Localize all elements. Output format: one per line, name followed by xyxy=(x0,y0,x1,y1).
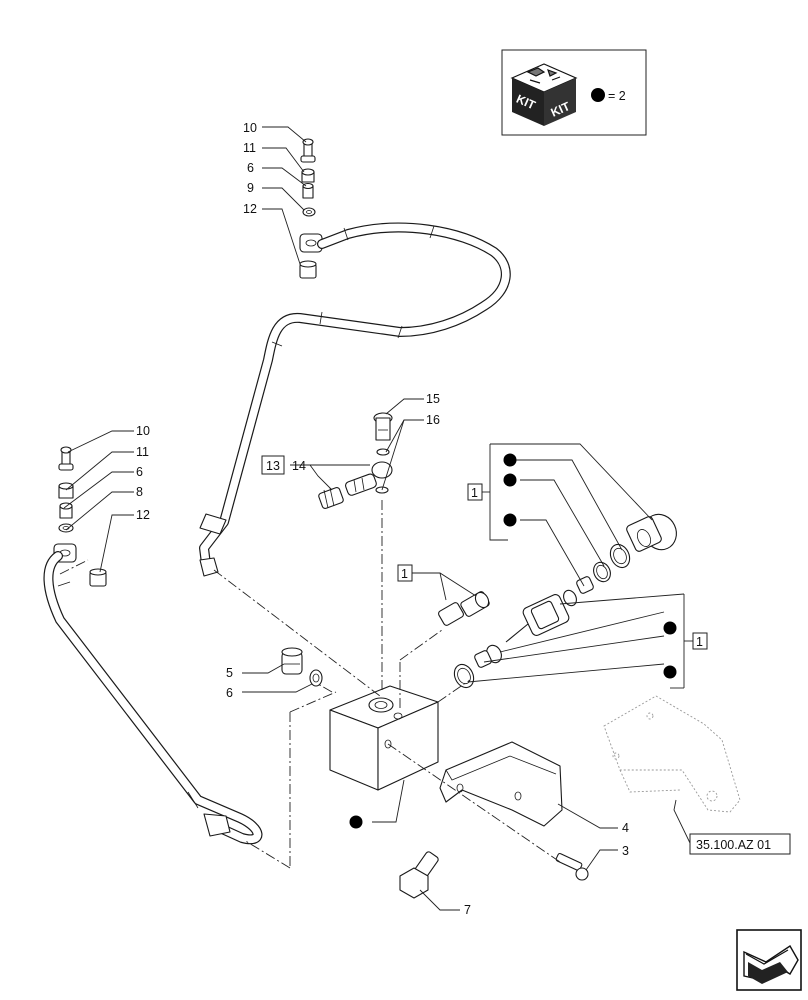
callout-1-upper: 1 xyxy=(471,486,478,500)
washer-9-top xyxy=(302,207,316,217)
valve-block xyxy=(329,685,439,791)
callout-10-left: 10 xyxy=(136,424,150,438)
bolt-10-top xyxy=(300,138,316,163)
kit-legend: KIT KIT = 2 xyxy=(501,49,647,136)
callout-8-left: 8 xyxy=(136,485,143,499)
washer-16-top xyxy=(376,448,390,456)
cap-12-left xyxy=(89,568,107,587)
kit-dot-5 xyxy=(663,665,677,679)
center-union xyxy=(438,591,490,626)
callout-11-top: 11 xyxy=(243,141,256,155)
spacer-right xyxy=(576,576,594,594)
washer-8-left xyxy=(58,523,74,533)
callout-11-left: 11 xyxy=(136,445,149,459)
callout-1-center-box xyxy=(397,564,413,582)
o-ring-set xyxy=(453,644,502,689)
washer-6-lower xyxy=(309,669,323,687)
callout-6-left: 6 xyxy=(136,465,143,479)
washer-6-top xyxy=(302,182,314,199)
washer-11-top xyxy=(301,168,315,183)
bolt-10-left xyxy=(58,446,74,471)
callout-16: 16 xyxy=(426,413,440,427)
plug-right xyxy=(626,513,677,552)
kit-dot-marker xyxy=(591,88,605,102)
kit-dot-4 xyxy=(663,621,677,635)
reference-label: 35.100.AZ 01 xyxy=(696,838,771,852)
callout-5: 5 xyxy=(226,666,233,680)
callout-1-center: 1 xyxy=(401,567,408,581)
kit-cube-icon: KIT KIT xyxy=(510,63,578,126)
reference-box xyxy=(689,833,791,855)
connector-14 xyxy=(318,487,344,509)
bolt-15 xyxy=(373,412,393,441)
callout-labels: 10 11 6 9 12 10 11 6 8 12 15 16 13 14 1 … xyxy=(136,121,791,917)
callout-6-top: 6 xyxy=(247,161,254,175)
callout-3: 3 xyxy=(622,844,629,858)
callout-9-top: 9 xyxy=(247,181,254,195)
callout-13: 13 xyxy=(266,459,280,473)
callout-12-left: 12 xyxy=(136,508,150,522)
assembly-center-lines xyxy=(59,500,561,869)
callout-10-top: 10 xyxy=(243,121,257,135)
bolt-3 xyxy=(555,852,589,881)
valve-assembly-right xyxy=(453,513,677,689)
upper-hydraulic-pipe xyxy=(199,222,511,577)
next-page-arrow-icon[interactable] xyxy=(736,929,802,991)
callout-6-lower: 6 xyxy=(226,686,233,700)
valve-cartridge xyxy=(505,594,570,643)
washer-11-left xyxy=(58,482,74,499)
bolt-7 xyxy=(399,851,439,899)
left-fitting-stack xyxy=(53,446,107,587)
callout-15: 15 xyxy=(426,392,440,406)
kit-dot-2 xyxy=(503,473,517,487)
bracket-4 xyxy=(439,741,563,827)
callout-1-right-box xyxy=(692,632,708,650)
top-fitting-stack xyxy=(299,138,323,279)
callout-1-right: 1 xyxy=(696,635,703,649)
kit-dot-3 xyxy=(503,513,517,527)
callout-13-box xyxy=(261,455,285,475)
callout-leaders xyxy=(63,126,693,911)
washer-6-left xyxy=(59,502,73,519)
callout-14: 14 xyxy=(292,459,306,473)
callout-4: 4 xyxy=(622,821,629,835)
cap-12-top xyxy=(299,260,317,279)
plug-5 xyxy=(281,647,303,675)
reference-bracket-outline xyxy=(603,695,741,813)
callout-7: 7 xyxy=(464,903,471,917)
kit-dot-markers xyxy=(349,453,677,829)
kit-dot-1 xyxy=(503,453,517,467)
callout-12-top: 12 xyxy=(243,202,257,216)
lower-hydraulic-pipe xyxy=(43,551,263,845)
kit-dot-6 xyxy=(349,815,363,829)
kit-quantity: = 2 xyxy=(608,89,626,103)
banjo-elbow-assembly xyxy=(318,412,393,509)
